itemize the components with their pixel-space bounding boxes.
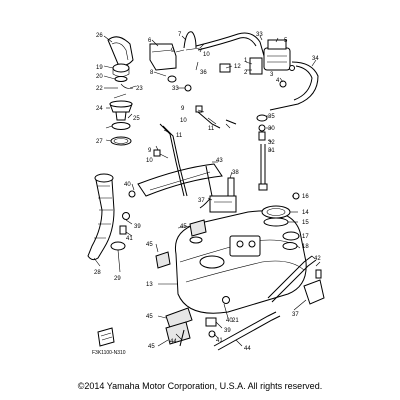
callout-4: 4 [276,78,280,84]
pad-45c [165,307,193,329]
callout-28: 28 [94,270,101,276]
strap-44 [213,311,277,347]
callout-34: 34 [312,56,319,62]
callout-23: 23 [136,86,143,92]
fuel-tank-13 [174,210,307,314]
bracket-37b [303,279,325,305]
drawing-code-icon [97,327,115,347]
drawing-code: F3K1100-N310 [92,350,126,356]
tank-filler-port [199,255,225,269]
callout-labels: 26 19 20 22 23 24 25 27 6 7 8 9 10 9 10 … [92,32,321,356]
callout-16: 16 [302,194,309,200]
callout-39b: 39 [224,328,231,334]
fuel-hose-34 [269,61,319,111]
callout-43: 43 [216,158,223,164]
callout-45d: 45 [148,344,155,350]
copyright-notice: ©2014 Yamaha Motor Corporation, U.S.A. A… [77,381,323,391]
callout-27: 27 [96,139,103,145]
callout-10b: 10 [180,118,187,124]
callout-33a: 33 [172,86,179,92]
callout-20: 20 [96,74,103,80]
callout-37a: 37 [198,198,205,204]
callout-9b: 9 [181,106,185,112]
callout-33b: 33 [256,32,263,38]
callout-14: 14 [302,210,309,216]
callout-44b: 44 [244,346,251,352]
tank-strap-43 [137,163,223,197]
callout-38: 38 [232,170,239,176]
callout-11a: 11 [176,133,183,139]
callout-3: 3 [270,72,274,78]
pad-45a [189,219,207,237]
callout-31: 31 [268,148,275,154]
callout-30: 30 [268,126,275,132]
callout-35: 35 [268,114,275,120]
callout-45b: 45 [146,242,153,248]
callout-45a: 45 [180,224,187,230]
callout-29: 29 [114,276,121,282]
callout-19: 19 [96,65,103,71]
callout-36: 36 [200,70,207,76]
cap-17 [282,231,300,241]
callout-44a: 44 [170,339,177,345]
callout-39a: 39 [134,224,141,230]
breather-pipe-11b [159,123,185,197]
callout-15: 15 [302,220,309,226]
callout-45c: 45 [146,314,153,320]
breather-hose-36 [195,32,265,57]
joint-35 [256,114,268,122]
callout-41a: 41 [126,236,133,242]
hose-clamp-29 [110,241,126,251]
filter-bracket [249,57,263,75]
callout-17: 17 [302,234,309,240]
callout-21: 21 [232,318,239,324]
filler-cap-cover [107,36,134,66]
callout-13: 13 [146,282,153,288]
gasket-15 [263,217,289,227]
pad-45d [165,321,191,345]
filler-cap [112,63,130,73]
pump-ring-14 [261,205,291,219]
callout-32: 32 [268,140,275,146]
filler-neck-ring [111,122,131,130]
bracket-37 [209,195,237,213]
callout-24: 24 [96,106,103,112]
callout-1: 1 [244,58,248,64]
callout-2: 2 [244,70,248,76]
breather-pipe-11a [197,111,221,129]
callout-22: 22 [96,86,103,92]
callout-18: 18 [302,244,309,250]
callout-37b: 37 [292,312,299,318]
callout-41b: 41 [216,338,223,344]
strap-44a [179,329,185,347]
filler-hose [87,174,115,261]
tank-strap-42 [267,255,313,299]
callout-10a: 10 [203,52,210,58]
callout-26: 26 [96,33,103,39]
callout-5: 5 [284,38,288,44]
fuel-filter-body [263,47,291,71]
callout-40a: 40 [124,182,131,188]
callout-25: 25 [133,116,140,122]
callout-11b: 11 [208,126,215,132]
callout-7: 7 [178,32,182,38]
cap-gasket [114,76,128,82]
callout-10c: 10 [146,158,153,164]
callout-12: 12 [234,64,241,70]
callout-40b: 40 [226,318,233,324]
clamp-12 [219,63,231,73]
leader-lines [93,35,321,347]
seal-18 [282,242,298,250]
callout-9a: 9 [171,48,175,54]
callout-42: 42 [314,256,321,262]
callout-8: 8 [150,70,154,76]
callout-6: 6 [148,38,152,44]
pad-45b [155,251,171,269]
callout-9c: 9 [148,148,152,154]
fuel-pump-module [229,235,261,257]
